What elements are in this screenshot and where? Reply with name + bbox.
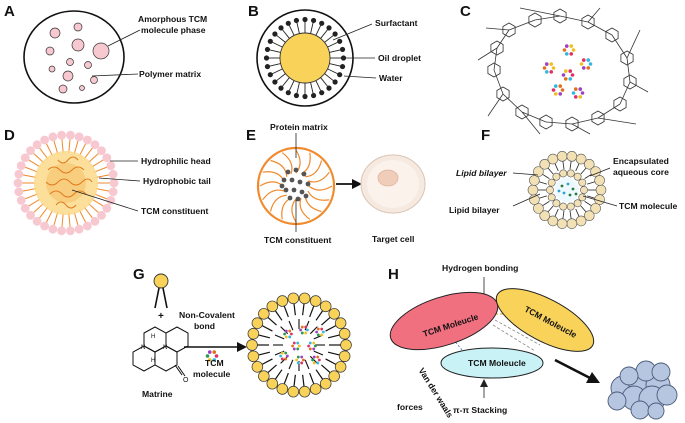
label-forces: forces <box>397 402 423 412</box>
label-molecule-phase: molecule phase <box>141 25 206 35</box>
panel-g: G + H H N N O Matrine Non-Covalent bond … <box>132 266 352 399</box>
label-tcm-constituent-d: TCM constituent <box>141 206 208 216</box>
panel-b-letter: B <box>248 3 259 20</box>
atom-n1: N <box>141 345 145 351</box>
label-oil-droplet: Oil droplet <box>378 53 421 63</box>
oil-droplet <box>279 32 331 84</box>
label-lipid-bilayer-bottom: Lipid bilayer <box>449 205 500 215</box>
label-hydrogen-bonding: Hydrogen bonding <box>442 263 518 273</box>
label-tcm-molecule-f: TCM molecule <box>619 201 677 211</box>
panel-f: F Lipid bilayer Lipid bilayer Encapsulat… <box>449 127 677 229</box>
surfactant-layer <box>263 16 347 100</box>
label-aqueous-core: aqueous core <box>613 167 669 177</box>
label-amorphous-tcm: Amorphous TCM <box>138 14 207 24</box>
label-hydrophilic-head: Hydrophilic head <box>141 156 211 166</box>
label-pi-stacking: π-π Stacking <box>453 405 507 415</box>
label-bond: bond <box>194 321 215 331</box>
protein-matrix-strands <box>259 149 333 223</box>
panel-g-letter: G <box>133 266 145 283</box>
label-matrine: Matrine <box>142 389 173 399</box>
panel-e: E Protein matrix TCM constituent Target … <box>246 122 426 245</box>
lipid-icon-head <box>153 273 169 289</box>
atom-o: O <box>183 377 189 384</box>
label-hydrophobic-tail: Hydrophobic tail <box>143 176 211 186</box>
panel-d-letter: D <box>4 127 15 144</box>
tcm-molecule-icon <box>205 350 219 362</box>
label-water: Water <box>379 73 403 83</box>
label-tcm-blue: TCM Moleucle <box>468 358 526 368</box>
label-target-cell: Target cell <box>372 234 414 244</box>
cyclodextrin-structure <box>477 7 649 135</box>
tcm-guest-molecules <box>542 44 593 99</box>
label-surfactant: Surfactant <box>375 18 418 28</box>
panel-h-letter: H <box>388 266 399 283</box>
panel-b: B Surfactant Oil droplet Water <box>248 3 421 107</box>
atom-h2: H <box>151 358 155 364</box>
polymer-matrix-ellipse <box>23 10 125 104</box>
label-non-covalent: Non-Covalent <box>179 310 235 320</box>
liposome <box>527 151 607 229</box>
panel-d: D Hydrophilic head Hydrophobic tail TCM … <box>4 127 211 236</box>
label-protein-matrix: Protein matrix <box>270 122 328 132</box>
liposome-with-tcm <box>246 292 352 398</box>
tcm-constituent-squiggles <box>45 156 93 209</box>
hydrophobic-tails <box>22 139 110 227</box>
label-lipid-bilayer-top: Lipid bilayer <box>456 168 507 178</box>
micelle-core-inner <box>46 163 86 203</box>
tcm-constituent-dots <box>279 167 311 202</box>
plus-sign: + <box>158 311 164 322</box>
label-polymer-matrix: Polymer matrix <box>139 69 201 79</box>
label-encapsulated: Encapsulated <box>613 156 669 166</box>
atom-n2: N <box>163 345 167 351</box>
panel-c: C <box>460 3 649 135</box>
panel-h: H Hydrogen bonding TCM Moleucle TCM Mole… <box>388 263 678 420</box>
atom-h1: H <box>151 334 155 340</box>
micelle-core <box>34 151 98 215</box>
panel-a-letter: A <box>4 3 15 20</box>
panel-a: A Amorphous TCM molecule phase Polymer m… <box>4 3 207 104</box>
panel-e-letter: E <box>246 127 256 144</box>
amorphous-tcm-particles <box>45 22 110 94</box>
panel-f-letter: F <box>481 127 490 144</box>
aggregate-cluster <box>607 360 678 420</box>
label-tcm: TCM <box>205 358 224 368</box>
label-tcm-constituent-e: TCM constituent <box>264 235 331 245</box>
matrine-structure <box>132 326 189 377</box>
tcm-molecule-yellow <box>495 288 595 352</box>
hydrophilic-heads <box>13 130 119 236</box>
label-molecule-g: molecule <box>193 369 230 379</box>
tcm-molecule-blue <box>440 347 544 379</box>
cell-nucleus <box>377 169 399 187</box>
panel-c-letter: C <box>460 3 471 20</box>
